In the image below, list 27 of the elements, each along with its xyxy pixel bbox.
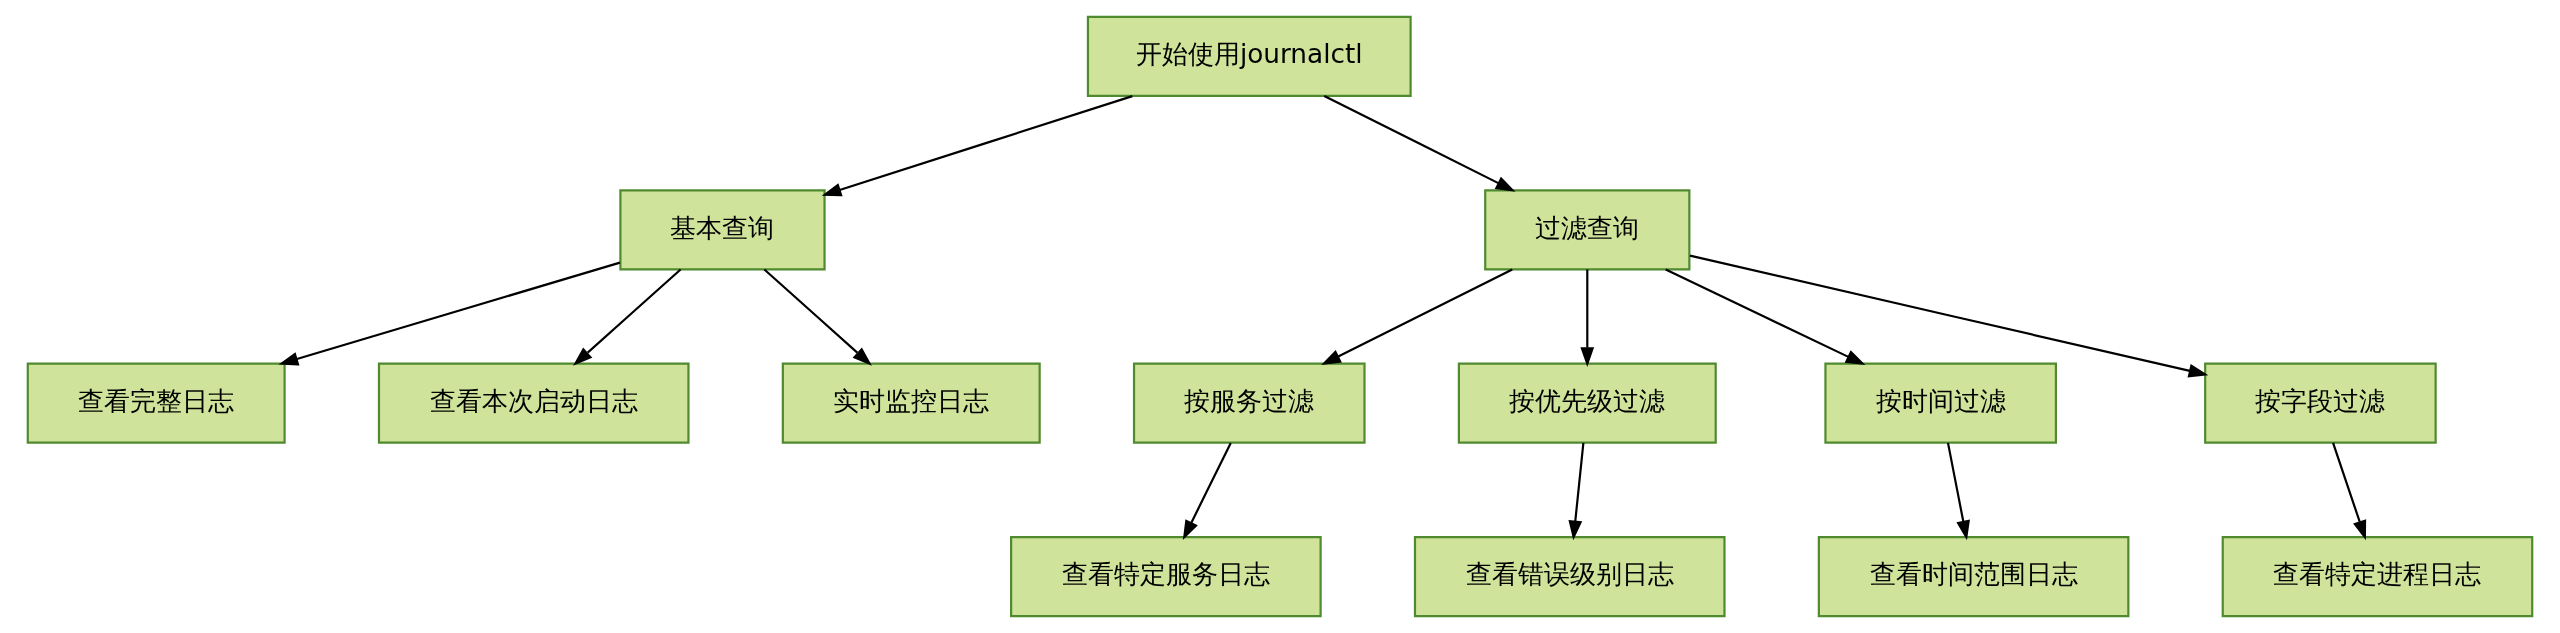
- arrow: [821, 95, 1133, 197]
- arrow: [1946, 442, 1970, 541]
- node-box: 查看特定服务日志: [1010, 536, 1322, 618]
- node-box: 按优先级过滤: [1457, 362, 1717, 444]
- node-box: 过滤查询: [1484, 189, 1691, 271]
- node-box: 开始使用journalctl: [1086, 15, 1412, 97]
- arrow: [2332, 442, 2367, 541]
- node-box: 查看本次启动日志: [377, 362, 690, 444]
- arrow: [1321, 268, 1513, 366]
- arrow: [763, 268, 872, 366]
- node-box: 基本查询: [619, 189, 826, 271]
- arrow: [278, 261, 621, 366]
- arrow: [1689, 254, 2209, 378]
- node-box: 查看完整日志: [26, 362, 286, 444]
- node-box: 查看特定进程日志: [2221, 536, 2534, 618]
- node-box: 查看时间范围日志: [1817, 536, 2130, 618]
- node-box: 查看错误级别日志: [1413, 536, 1726, 618]
- arrow: [1580, 269, 1595, 367]
- arrow: [573, 268, 682, 366]
- node-box: 按时间过滤: [1824, 362, 2057, 444]
- arrow: [1568, 442, 1585, 541]
- node-box: 实时监控日志: [781, 362, 1041, 444]
- node-box: 按字段过滤: [2204, 362, 2437, 444]
- arrow: [1665, 268, 1866, 366]
- arrow: [1323, 95, 1516, 192]
- arrow: [1182, 442, 1232, 540]
- node-box: 按服务过滤: [1132, 362, 1366, 444]
